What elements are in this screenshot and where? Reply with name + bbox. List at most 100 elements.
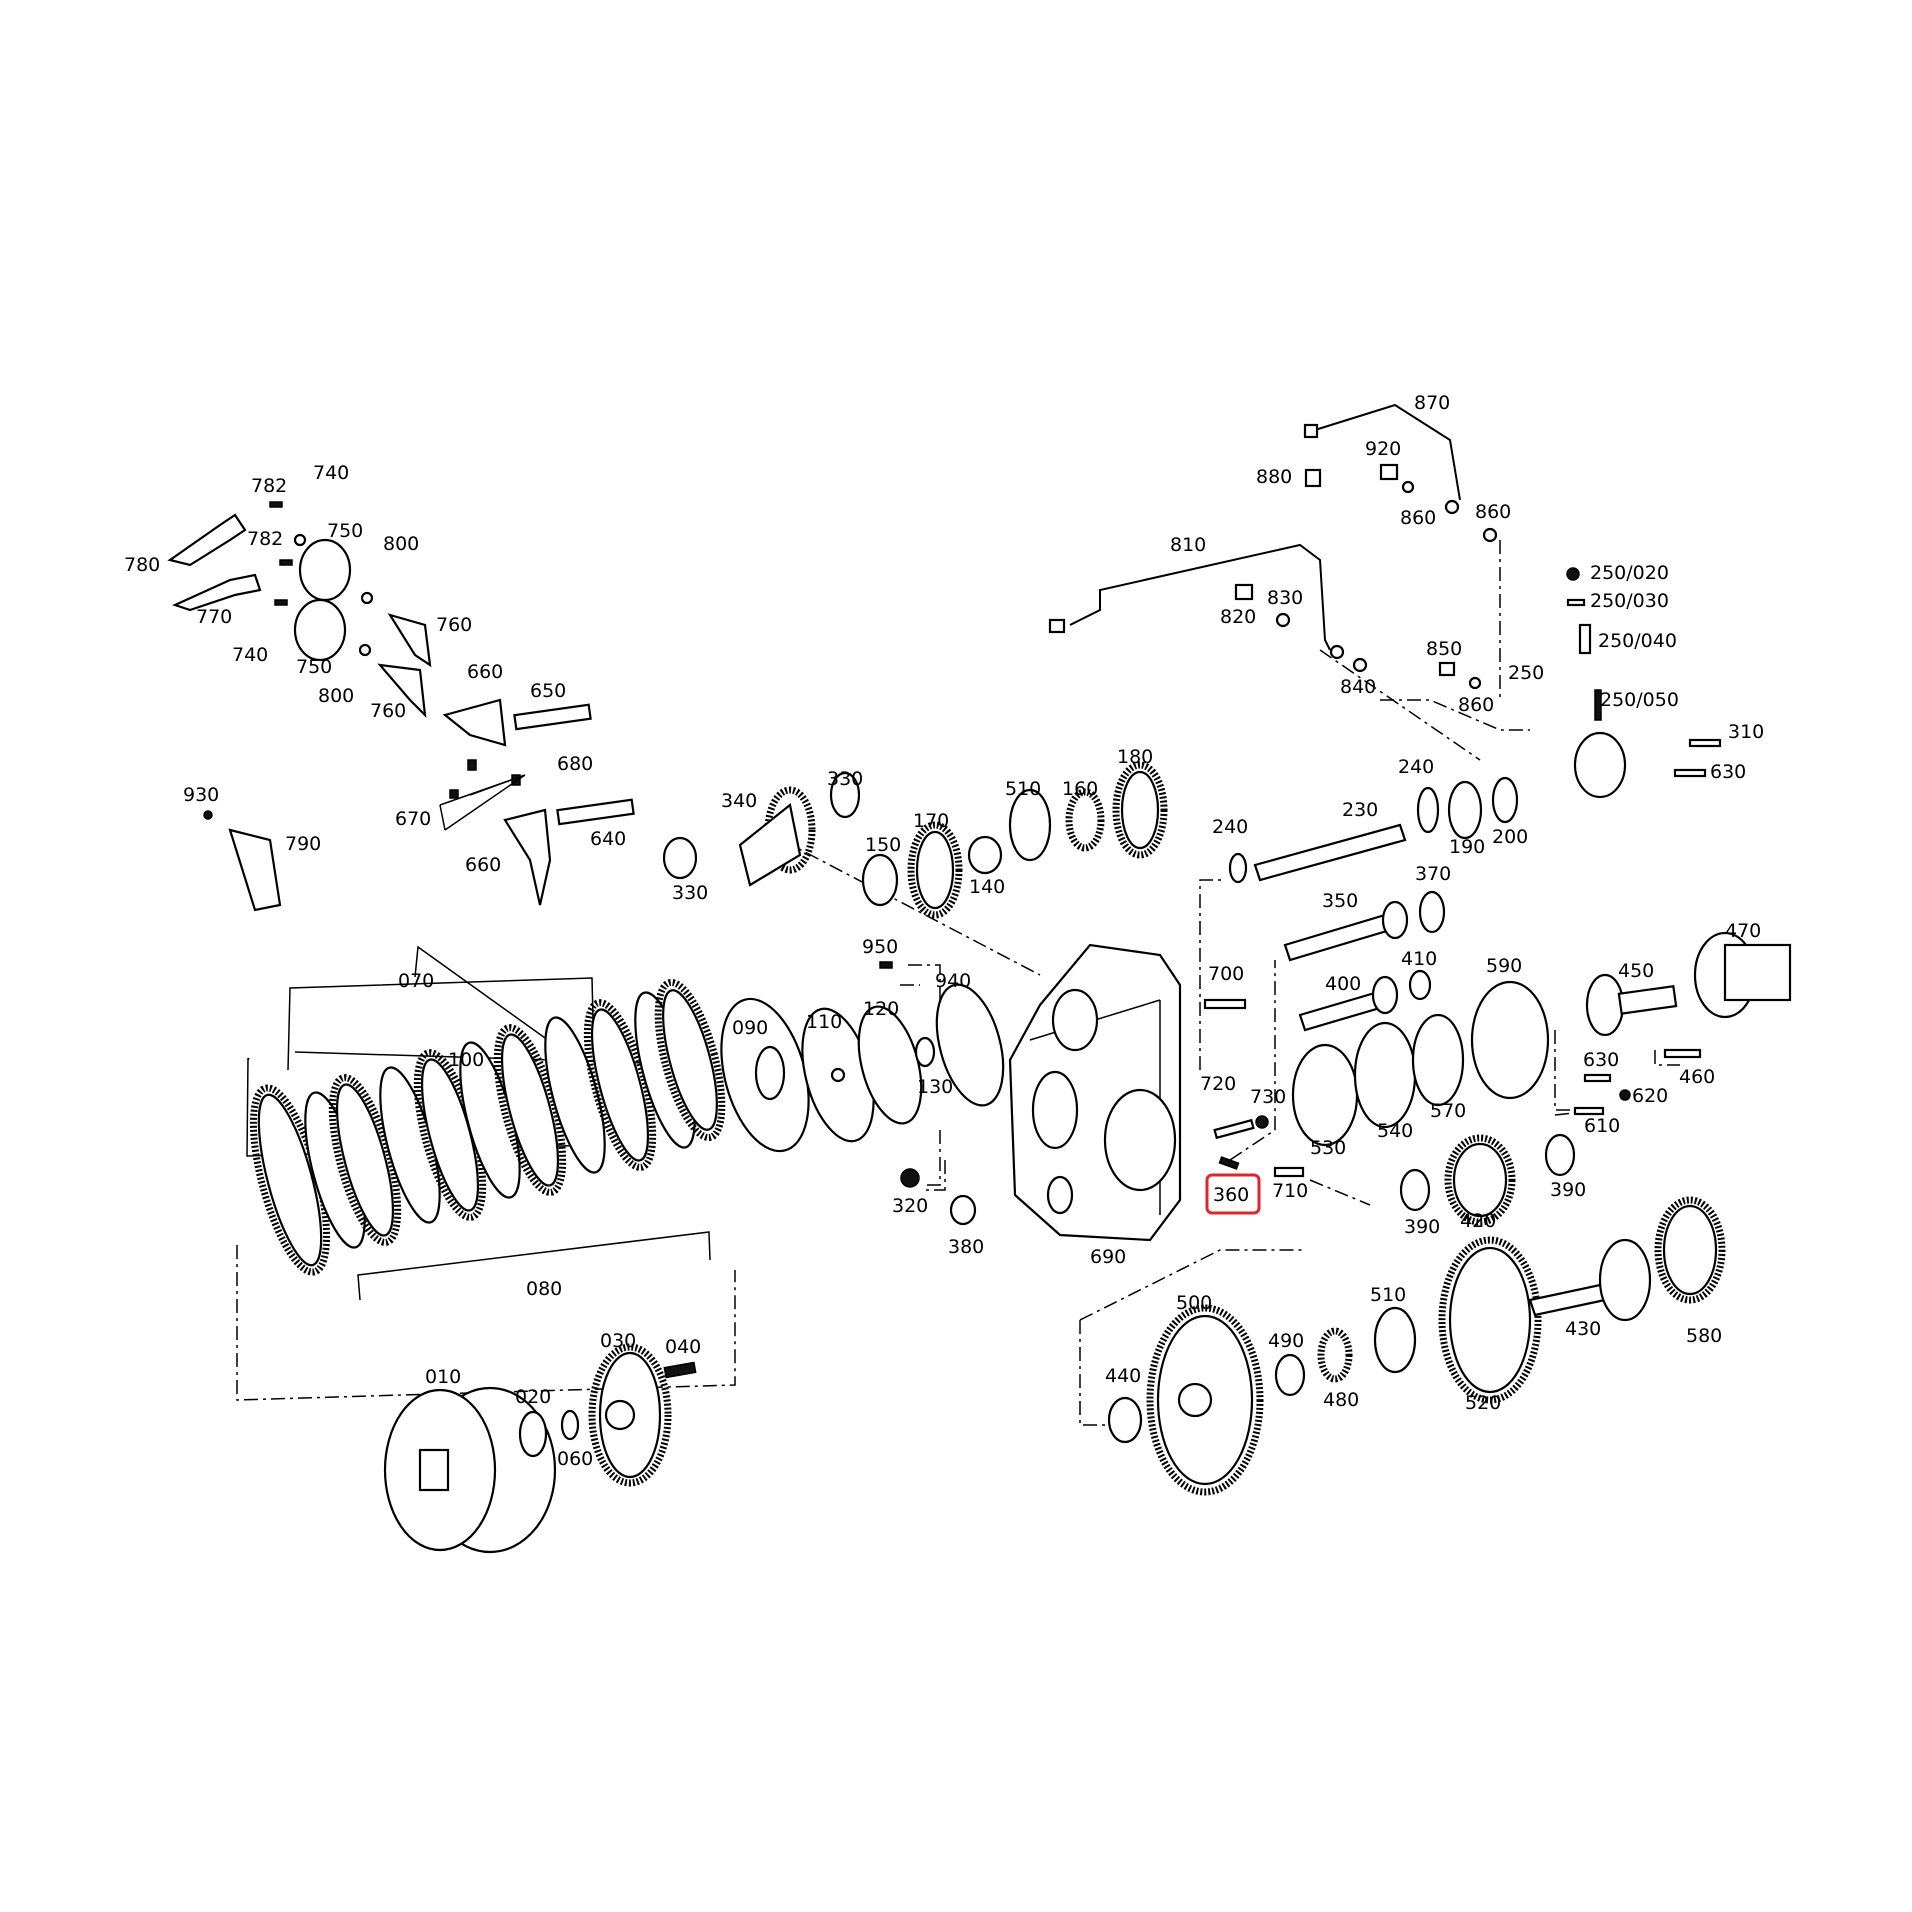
pin-360 — [1218, 1156, 1240, 1170]
label-160: 160 — [1062, 778, 1098, 800]
label-040: 040 — [665, 1336, 701, 1358]
label-420: 420 — [1460, 1210, 1496, 1232]
label-140: 140 — [969, 876, 1005, 898]
label-782a: 782 — [251, 475, 287, 497]
label-540: 540 — [1377, 1120, 1413, 1142]
label-780: 780 — [124, 554, 160, 576]
label-020: 020 — [515, 1386, 551, 1408]
label-080: 080 — [526, 1278, 562, 1300]
label-110: 110 — [806, 1011, 842, 1033]
label-850: 850 — [1426, 638, 1462, 660]
part-labels: 010 020 030 040 060 070 080 090 100 110 … — [124, 392, 1764, 1470]
label-500: 500 — [1176, 1292, 1212, 1314]
label-530: 530 — [1310, 1137, 1346, 1159]
label-060: 060 — [557, 1448, 593, 1470]
label-120: 120 — [863, 998, 899, 1020]
label-840: 840 — [1340, 676, 1376, 698]
label-800a: 800 — [383, 533, 419, 555]
leader-670-680 — [439, 774, 526, 831]
label-510a: 510 — [1005, 778, 1041, 800]
label-150: 150 — [865, 834, 901, 856]
label-460: 460 — [1679, 1066, 1715, 1088]
label-490: 490 — [1268, 1330, 1304, 1352]
label-740a: 740 — [313, 462, 349, 484]
label-510b: 510 — [1370, 1284, 1406, 1306]
label-370: 370 — [1415, 863, 1451, 885]
label-860a: 860 — [1400, 507, 1436, 529]
label-660a: 660 — [467, 661, 503, 683]
label-720: 720 — [1200, 1073, 1236, 1095]
label-340: 340 — [721, 790, 757, 812]
label-240a: 240 — [1212, 816, 1248, 838]
label-800b: 800 — [318, 685, 354, 707]
label-240b: 240 — [1398, 756, 1434, 778]
label-790: 790 — [285, 833, 321, 855]
label-810: 810 — [1170, 534, 1206, 556]
label-320: 320 — [892, 1195, 928, 1217]
label-440: 440 — [1105, 1365, 1141, 1387]
label-480: 480 — [1323, 1389, 1359, 1411]
label-860c: 860 — [1458, 694, 1494, 716]
label-450: 450 — [1618, 960, 1654, 982]
label-380: 380 — [948, 1236, 984, 1258]
gasket-940 — [935, 983, 1005, 1107]
label-410: 410 — [1401, 948, 1437, 970]
label-710: 710 — [1272, 1180, 1308, 1202]
label-930: 930 — [183, 784, 219, 806]
label-520: 520 — [1465, 1392, 1501, 1414]
label-250-040: 250/040 — [1598, 630, 1677, 652]
label-880: 880 — [1256, 466, 1292, 488]
label-430: 430 — [1565, 1318, 1601, 1340]
label-250-050: 250/050 — [1600, 689, 1679, 711]
label-782b: 782 — [247, 528, 283, 550]
label-870: 870 — [1414, 392, 1450, 414]
label-630b: 630 — [1710, 761, 1746, 783]
label-670: 670 — [395, 808, 431, 830]
label-250-020: 250/020 — [1590, 562, 1669, 584]
label-580: 580 — [1686, 1325, 1722, 1347]
label-640: 640 — [590, 828, 626, 850]
label-660b: 660 — [465, 854, 501, 876]
highlight-box-360 — [1205, 1173, 1261, 1215]
label-650: 650 — [530, 680, 566, 702]
label-170: 170 — [913, 810, 949, 832]
label-390b: 390 — [1550, 1179, 1586, 1201]
label-920: 920 — [1365, 438, 1401, 460]
label-820: 820 — [1220, 606, 1256, 628]
label-360: 360 — [1213, 1184, 1249, 1206]
label-730: 730 — [1250, 1086, 1286, 1108]
label-330a: 330 — [672, 882, 708, 904]
label-630a: 630 — [1583, 1049, 1619, 1071]
label-250-030: 250/030 — [1590, 590, 1669, 612]
label-950: 950 — [862, 936, 898, 958]
label-310: 310 — [1728, 721, 1764, 743]
label-770: 770 — [196, 606, 232, 628]
label-690: 690 — [1090, 1246, 1126, 1268]
parts — [167, 403, 1792, 1554]
label-010: 010 — [425, 1366, 461, 1388]
label-620: 620 — [1632, 1085, 1668, 1107]
label-350: 350 — [1322, 890, 1358, 912]
label-130: 130 — [917, 1076, 953, 1098]
label-570: 570 — [1430, 1100, 1466, 1122]
label-250: 250 — [1508, 662, 1544, 684]
label-470: 470 — [1725, 920, 1761, 942]
label-200: 200 — [1492, 826, 1528, 848]
label-740b: 740 — [232, 644, 268, 666]
label-760a: 760 — [436, 614, 472, 636]
label-760b: 760 — [370, 700, 406, 722]
label-180: 180 — [1117, 746, 1153, 768]
label-610: 610 — [1584, 1115, 1620, 1137]
label-090: 090 — [732, 1017, 768, 1039]
label-830: 830 — [1267, 587, 1303, 609]
label-030: 030 — [600, 1330, 636, 1352]
label-230: 230 — [1342, 799, 1378, 821]
label-390a: 390 — [1404, 1216, 1440, 1238]
label-940: 940 — [935, 970, 971, 992]
label-330b: 330 — [827, 768, 863, 790]
label-190: 190 — [1449, 836, 1485, 858]
label-400: 400 — [1325, 973, 1361, 995]
label-750a: 750 — [327, 520, 363, 542]
label-750b: 750 — [296, 656, 332, 678]
